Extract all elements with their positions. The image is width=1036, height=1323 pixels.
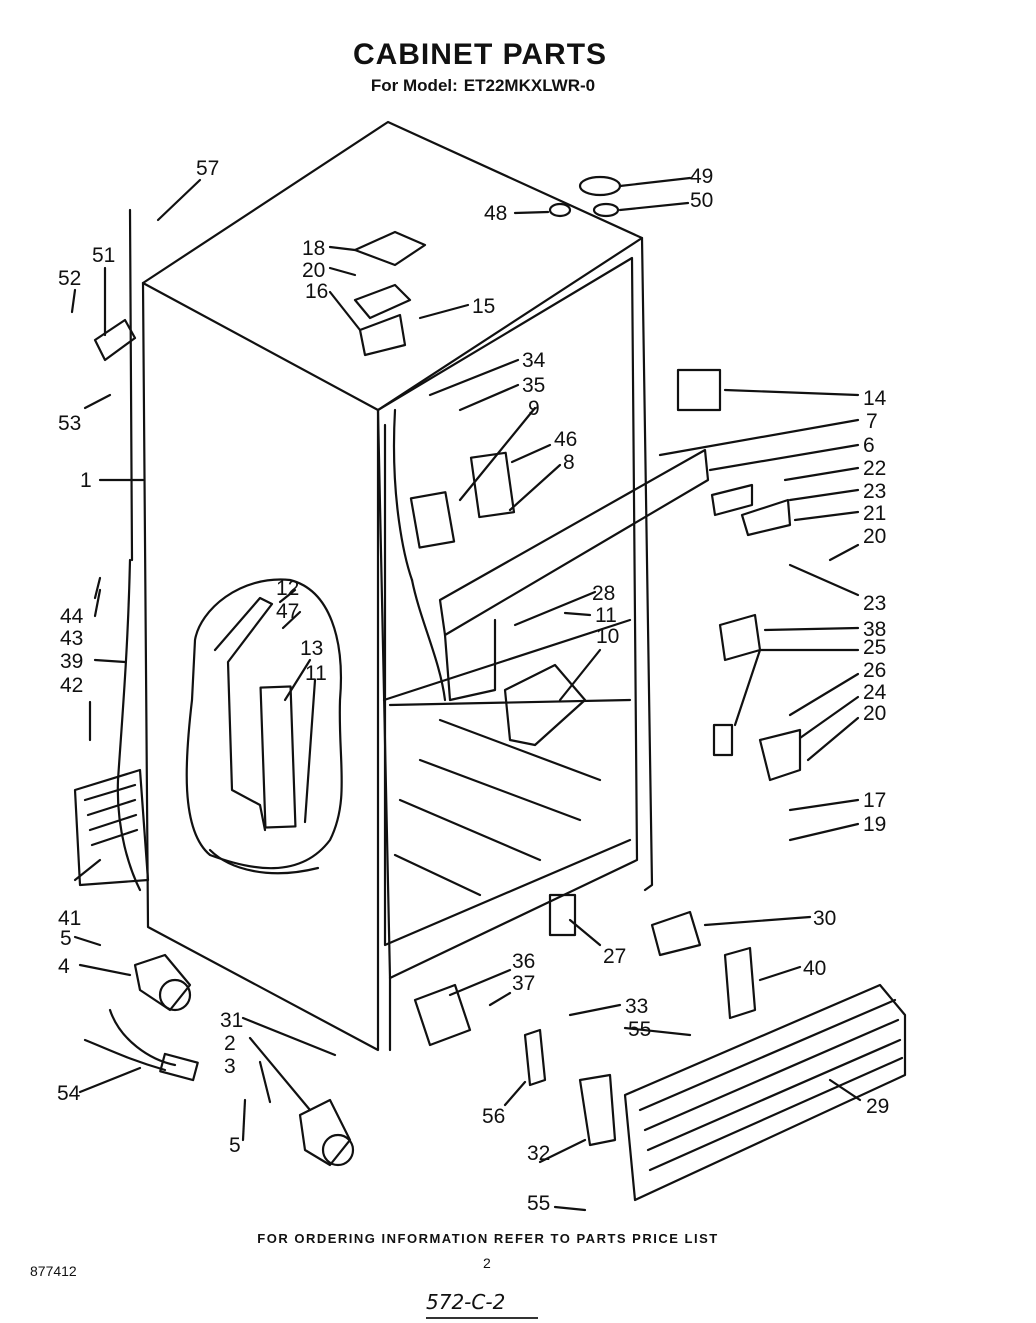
model-number: ET22MKXLWR-0 — [463, 76, 596, 95]
part-callout-21: 21 — [863, 502, 886, 525]
part-callout-42: 42 — [60, 674, 83, 697]
part-callout-33: 33 — [625, 995, 648, 1018]
part-callout-56: 56 — [482, 1105, 505, 1128]
part-callout-16: 16 — [305, 280, 328, 303]
part-callout-20: 20 — [863, 702, 886, 725]
part-callout-31: 31 — [220, 1009, 243, 1032]
part-callout-23: 23 — [863, 480, 886, 503]
part-callout-5: 5 — [60, 927, 72, 950]
part-callout-51: 51 — [92, 244, 115, 267]
part-callout-32: 32 — [527, 1142, 550, 1165]
page-number: 2 — [483, 1255, 491, 1271]
part-callout-55: 55 — [628, 1018, 651, 1041]
part-callout-28: 28 — [592, 582, 615, 605]
part-callout-40: 40 — [803, 957, 826, 980]
cabinet-top — [141, 120, 644, 412]
part-callout-47: 47 — [276, 600, 299, 623]
part-callout-7: 7 — [866, 410, 878, 433]
document-number: 877412 — [30, 1263, 77, 1279]
part-callout-38: 38 — [863, 618, 886, 641]
part-callout-24: 24 — [863, 681, 887, 704]
part-callout-19: 19 — [863, 813, 886, 836]
part-callout-54: 54 — [57, 1082, 81, 1105]
part-callout-35: 35 — [522, 374, 545, 397]
part-callout-2: 2 — [224, 1032, 236, 1055]
stamp-underline — [426, 1317, 538, 1319]
model-label: For Model: — [370, 76, 458, 95]
part-callout-4: 4 — [58, 955, 70, 978]
part-callout-36: 36 — [512, 950, 535, 973]
part-callout-20: 20 — [863, 525, 886, 548]
rear-roller-assembly — [298, 1098, 352, 1167]
divider-rail — [438, 448, 710, 637]
model-line: For Model: ET22MKXLWR-0 — [0, 76, 960, 96]
part-callout-57: 57 — [196, 157, 219, 180]
part-callout-1: 1 — [80, 469, 92, 492]
part-callout-13: 13 — [300, 637, 323, 660]
part-callout-22: 22 — [863, 457, 886, 480]
handwritten-stamp: 572-C-2 — [426, 1290, 506, 1314]
part-callout-10: 10 — [596, 625, 619, 648]
part-callout-15: 15 — [472, 295, 495, 318]
part-callout-52: 52 — [58, 267, 81, 290]
part-callout-49: 49 — [690, 165, 713, 188]
part-callout-17: 17 — [863, 789, 886, 812]
part-callout-23: 23 — [863, 592, 886, 615]
part-callout-50: 50 — [690, 189, 713, 212]
ordering-info: FOR ORDERING INFORMATION REFER TO PARTS … — [257, 1231, 719, 1246]
part-callout-44: 44 — [60, 605, 84, 628]
part-callout-6: 6 — [863, 434, 875, 457]
part-callout-14: 14 — [863, 387, 887, 410]
part-callout-29: 29 — [866, 1095, 889, 1118]
part-callout-46: 46 — [554, 428, 577, 451]
part-callout-53: 53 — [58, 412, 81, 435]
part-callout-8: 8 — [563, 451, 575, 474]
part-callout-20: 20 — [302, 259, 325, 282]
part-callout-11: 11 — [305, 662, 327, 685]
toe-grille — [623, 983, 907, 1202]
part-callout-43: 43 — [60, 627, 83, 650]
cabinet-right-edge — [640, 236, 654, 892]
part-callout-41: 41 — [58, 907, 81, 930]
part-callout-55: 55 — [527, 1192, 550, 1215]
part-callout-25: 25 — [863, 636, 886, 659]
part-callout-5: 5 — [229, 1134, 241, 1157]
part-callout-12: 12 — [276, 577, 299, 600]
part-callout-3: 3 — [224, 1055, 236, 1078]
part-callout-26: 26 — [863, 659, 886, 682]
cutaway-outline — [185, 578, 343, 870]
part-callout-11: 11 — [595, 604, 617, 627]
part-callout-39: 39 — [60, 650, 83, 673]
part-callout-34: 34 — [522, 349, 546, 372]
part-callout-9: 9 — [528, 397, 540, 420]
part-callout-27: 27 — [603, 945, 626, 968]
front-roller-assembly — [133, 953, 192, 1012]
part-callout-37: 37 — [512, 972, 535, 995]
cabinet-drawing — [70, 120, 907, 1212]
part-callout-48: 48 — [484, 202, 507, 225]
cabinet-front-face — [141, 281, 380, 1052]
page-title: CABINET PARTS — [352, 38, 608, 71]
part-callout-30: 30 — [813, 907, 836, 930]
part-callout-18: 18 — [302, 237, 325, 260]
